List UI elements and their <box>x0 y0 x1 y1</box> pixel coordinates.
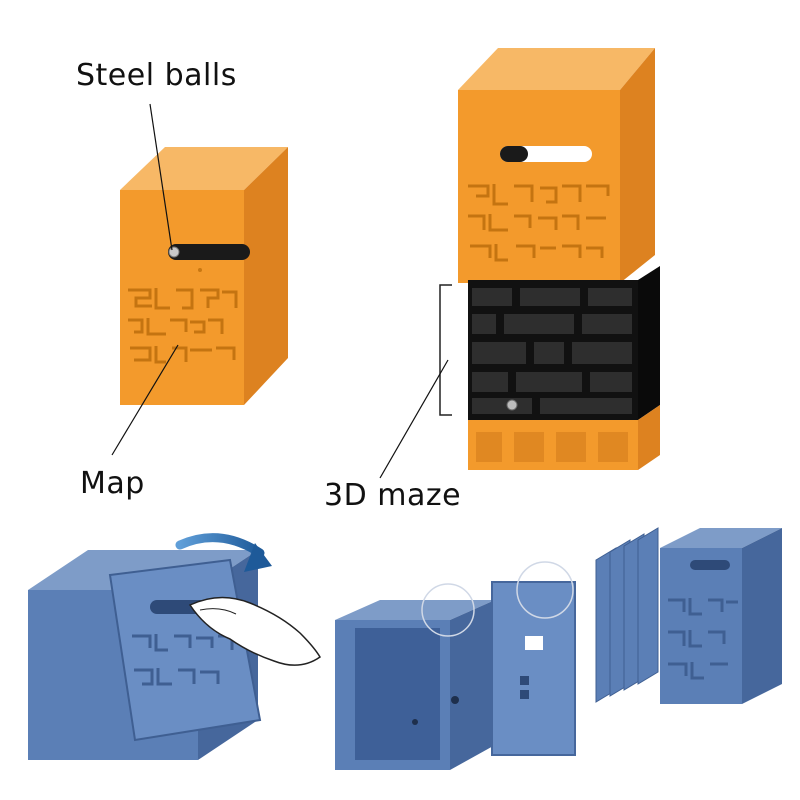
orange-cube-closed <box>120 147 288 405</box>
maze-3d-label: 3D maze <box>324 478 462 513</box>
maze-plates <box>595 527 659 703</box>
orange-base <box>468 405 660 470</box>
steel-ball-icon <box>168 246 180 258</box>
blue-cube-exploded <box>335 527 782 770</box>
maze-map-engraving <box>128 288 238 364</box>
callout-lines <box>111 103 449 479</box>
maze-bracket <box>439 284 452 416</box>
blue-cube-slide <box>28 533 322 760</box>
steel-balls-label: Steel balls <box>76 58 237 93</box>
plate-maze-engraving <box>668 598 738 680</box>
map-label: Map <box>80 466 145 501</box>
maze-core <box>468 266 660 420</box>
blue-maze-engraving <box>132 634 234 686</box>
highlight-circle <box>421 583 475 637</box>
ball-slot <box>168 244 250 260</box>
highlight-circle <box>516 561 574 619</box>
steel-ball-inner-icon <box>506 399 518 411</box>
rotate-arrow-icon <box>175 533 265 558</box>
hand-icon <box>188 596 322 666</box>
inner-panel <box>491 581 576 756</box>
maze-map-engraving-top <box>468 184 610 262</box>
orange-cube-open <box>439 48 660 470</box>
